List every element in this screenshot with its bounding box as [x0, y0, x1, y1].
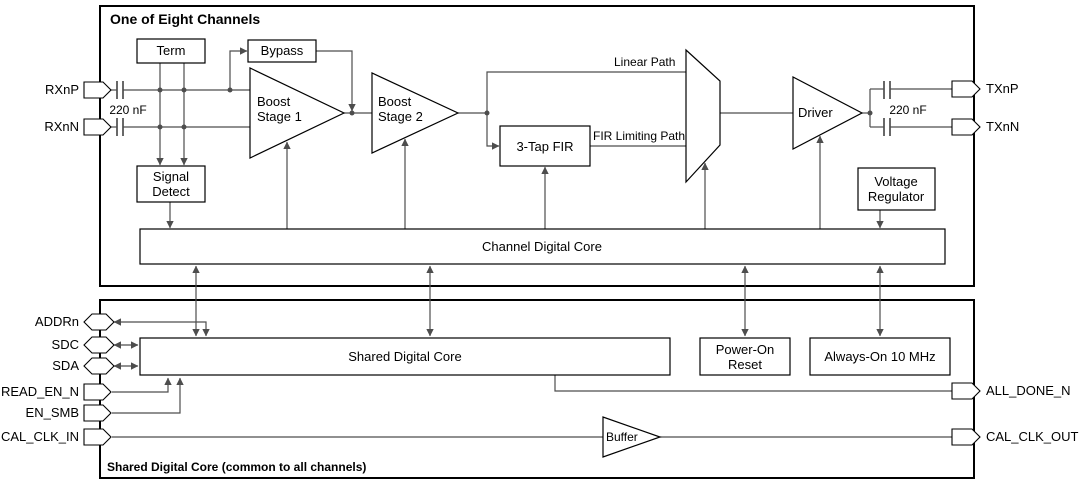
shared-section-box: [99, 299, 975, 479]
bypass-block: [247, 39, 317, 63]
read-en-n-port-icon: [83, 383, 112, 401]
txnp-port-label: TXnP: [986, 81, 1019, 96]
en-smb-port-label: EN_SMB: [26, 405, 79, 420]
output-capacitor-value: 220 nF: [889, 103, 926, 117]
sdc-port-icon: [83, 336, 115, 354]
input-capacitor-value: 220 nF: [109, 103, 146, 117]
read-en-n-port-label: READ_EN_N: [1, 384, 79, 399]
signal-detect-label-line2: Detect: [152, 184, 190, 199]
signal-detect-block: [136, 165, 206, 203]
always-on-osc-label: Always-On 10 MHz: [824, 349, 935, 364]
sdc-port-label: SDC: [52, 337, 79, 352]
shared-digital-core-block: [139, 337, 671, 376]
channel-section-box: [99, 5, 975, 287]
txnn-port-icon: [951, 118, 981, 136]
shared-digital-core-label: Shared Digital Core: [348, 349, 461, 364]
shared-section-title: Shared Digital Core (common to all chann…: [107, 460, 366, 474]
power-on-reset-label-line1: Power-On: [716, 342, 775, 357]
txnn-port-label: TXnN: [986, 119, 1019, 134]
all-done-n-port-icon: [951, 382, 981, 400]
fir-limiting-path-label: FIR Limiting Path: [593, 129, 685, 143]
channel-control-wires: [166, 135, 884, 229]
all-done-n-port-label: ALL_DONE_N: [986, 383, 1071, 398]
rxnn-port-label: RXnN: [44, 119, 79, 134]
rxnp-port-icon: [83, 81, 112, 99]
addrn-port-icon: [83, 313, 115, 331]
shared-signal-wires: [112, 318, 952, 438]
rxnp-port-label: RXnP: [45, 82, 79, 97]
channel-signal-wires: [111, 47, 952, 166]
boost-stage-1-label-line2: Stage 1: [257, 109, 302, 124]
cal-clk-out-port-label: CAL_CLK_OUT: [986, 429, 1079, 444]
driver-amp: [792, 76, 864, 150]
buffer-label: Buffer: [606, 430, 638, 444]
boost-stage-1-amp: [249, 67, 346, 159]
signal-detect-label-line1: Signal: [153, 169, 189, 184]
channel-digital-core-label: Channel Digital Core: [482, 239, 602, 254]
term-label: Term: [157, 43, 186, 58]
voltage-regulator-block: [857, 167, 936, 211]
channel-digital-core-block: [139, 228, 946, 265]
buffer-amp: [602, 416, 662, 458]
sda-port-label: SDA: [52, 358, 79, 373]
voltage-regulator-label-line2: Regulator: [868, 189, 925, 204]
junction-dots: [157, 87, 873, 130]
boost-stage-2-label-line2: Stage 2: [378, 109, 423, 124]
boost-stage-1-label-line1: Boost: [257, 94, 291, 109]
boost-stage-2-label-line1: Boost: [378, 94, 412, 109]
linear-path-label: Linear Path: [614, 55, 675, 69]
rxnn-port-icon: [83, 118, 112, 136]
path-mux: [685, 48, 721, 184]
bypass-label: Bypass: [261, 43, 304, 58]
driver-label: Driver: [798, 105, 833, 120]
en-smb-port-icon: [83, 404, 112, 422]
cal-clk-out-port-icon: [951, 428, 981, 446]
cal-clk-in-port-label: CAL_CLK_IN: [1, 429, 79, 444]
channel-section-title: One of Eight Channels: [110, 11, 260, 27]
fir-label: 3-Tap FIR: [516, 139, 573, 154]
voltage-regulator-label-line1: Voltage: [874, 174, 917, 189]
txnp-port-icon: [951, 80, 981, 98]
addrn-port-label: ADDRn: [35, 314, 79, 329]
always-on-osc-block: [809, 337, 951, 376]
fir-block: [499, 125, 591, 167]
power-on-reset-block: [699, 337, 791, 376]
term-block: [136, 38, 206, 64]
power-on-reset-label-line2: Reset: [728, 357, 762, 372]
sda-port-icon: [83, 357, 115, 375]
boost-stage-2-amp: [371, 72, 460, 154]
cal-clk-in-port-icon: [83, 428, 112, 446]
